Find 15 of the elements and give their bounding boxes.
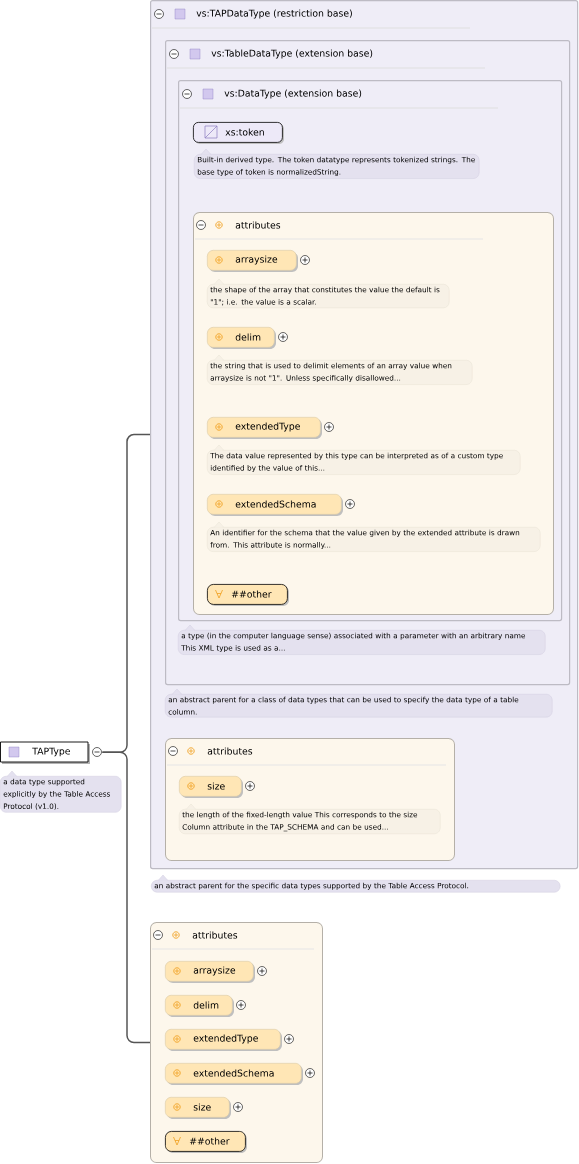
- attribute-pill: arraysize: [165, 961, 255, 983]
- wildcard-pill: ##other: [165, 1131, 247, 1153]
- attribute-pill: extendedSchema: [165, 1063, 303, 1085]
- attribute-pill: extendedType: [165, 1029, 282, 1051]
- attribute-pill: extendedSchema: [207, 494, 343, 516]
- simple-type-box: xs:token: [193, 122, 284, 144]
- type-box: TAPType: [0, 741, 102, 764]
- connector-line: [101, 751, 151, 1044]
- attribute-pill: extendedType: [207, 417, 322, 439]
- attribute-pill: delim: [165, 995, 234, 1017]
- attribute-pill: arraysize: [207, 250, 298, 272]
- attribute-pill: size: [179, 776, 243, 798]
- attribute-pill: size: [165, 1097, 231, 1119]
- attribute-pill: delim: [207, 327, 276, 349]
- wildcard-pill: ##other: [207, 584, 289, 606]
